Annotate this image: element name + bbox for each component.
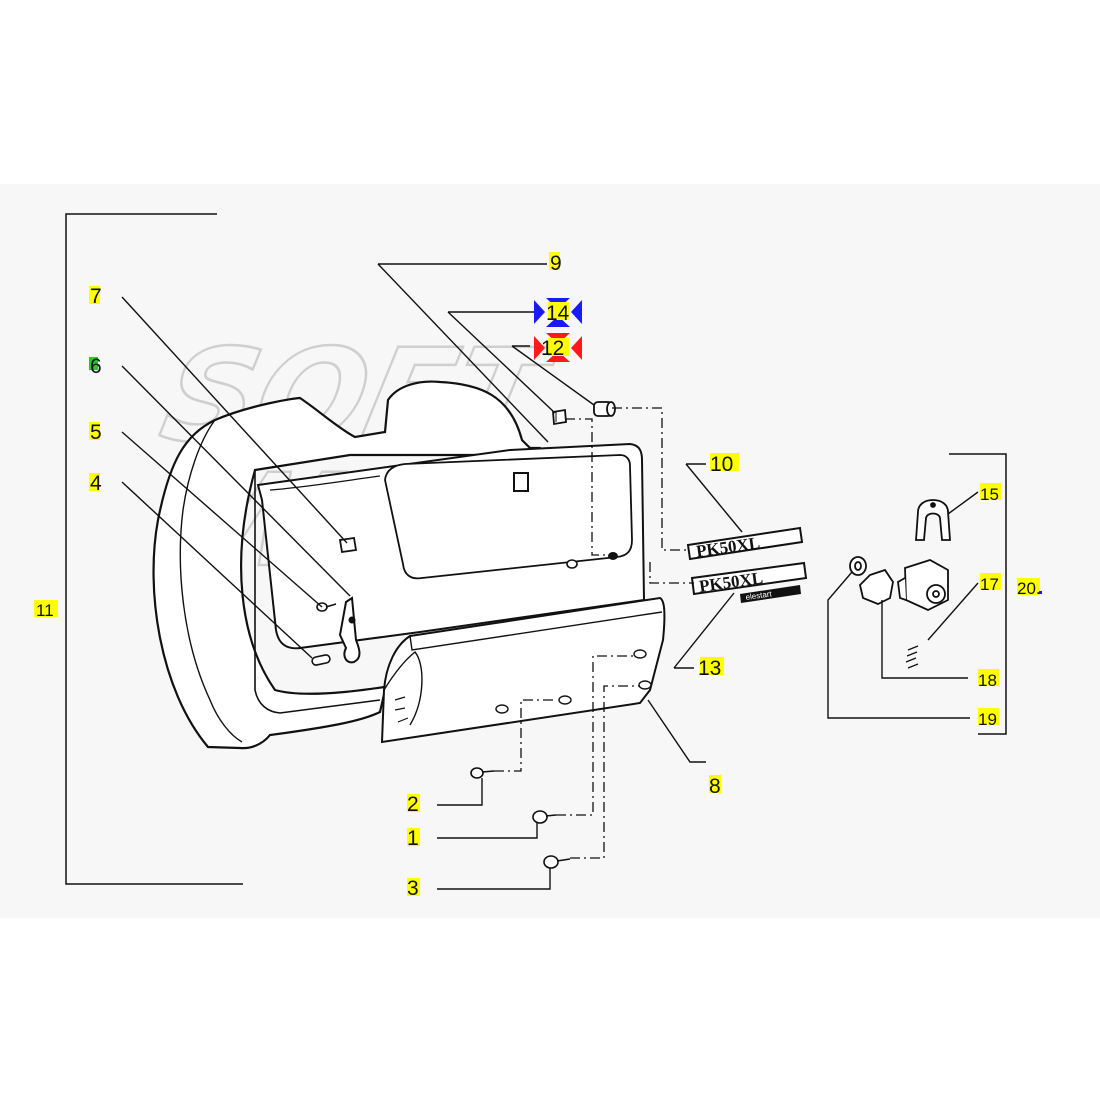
svg-text:2: 2 <box>407 793 419 816</box>
callout-18: 18 <box>978 669 999 690</box>
callout-19: 19 <box>978 708 999 729</box>
group-bracket-20 <box>949 453 1007 735</box>
callout-15: 15 <box>980 483 1001 504</box>
hinge-bracket <box>338 596 361 664</box>
lock-spring-clip-15 <box>915 499 951 541</box>
svg-text:7: 7 <box>90 285 102 308</box>
callout-12: 12 <box>534 333 582 362</box>
lock-spring <box>905 645 919 669</box>
callout-1: 1 <box>407 827 420 850</box>
alignment-lines <box>494 407 694 859</box>
callout-2: 2 <box>407 793 420 816</box>
callout-17: 17 <box>980 573 1001 594</box>
callouts: 9 7 6 5 4 <box>34 252 1042 900</box>
screw-3 <box>543 855 571 869</box>
svg-text:15: 15 <box>980 485 999 504</box>
pin-4 <box>311 654 331 666</box>
callout-5: 5 <box>89 421 102 444</box>
buffer-12 <box>593 401 616 417</box>
badge-pk50xl-elestart: PK50XL elestart <box>690 561 808 603</box>
screw-2 <box>470 767 495 779</box>
svg-text:14: 14 <box>546 302 570 325</box>
callout-4: 4 <box>89 472 102 495</box>
svg-text:12: 12 <box>541 337 564 360</box>
badge-elestart-subtext: elestart <box>745 589 773 602</box>
svg-text:20.: 20. <box>1017 579 1041 598</box>
callout-3: 3 <box>407 877 420 900</box>
svg-text:11: 11 <box>36 601 54 620</box>
lock-latch-18 <box>859 568 894 605</box>
svg-text:6: 6 <box>90 355 102 378</box>
svg-text:8: 8 <box>709 775 721 798</box>
leader-lines <box>121 263 979 890</box>
badge-pk50xl-text: PK50XL <box>695 533 761 561</box>
callout-6: 6 <box>89 355 102 378</box>
callout-14: 14 <box>534 298 582 327</box>
clip-7 <box>338 536 358 554</box>
svg-text:5: 5 <box>90 421 102 444</box>
washer-19 <box>849 556 867 576</box>
svg-text:9: 9 <box>550 252 562 275</box>
svg-text:10: 10 <box>710 453 733 476</box>
svg-text:17: 17 <box>980 575 999 594</box>
svg-text:1: 1 <box>407 827 419 850</box>
group-bracket-11 <box>65 213 243 885</box>
glovebox-shell <box>152 380 551 750</box>
callout-13: 13 <box>698 657 724 680</box>
svg-text:19: 19 <box>978 710 997 729</box>
screw-1 <box>532 810 557 824</box>
inner-panel <box>256 442 646 650</box>
svg-text:13: 13 <box>698 657 721 680</box>
callout-20: 20. <box>1017 578 1042 598</box>
callout-11: 11 <box>34 600 58 620</box>
glovebox-door <box>380 596 666 744</box>
svg-text:4: 4 <box>90 472 102 495</box>
callout-10: 10 <box>710 453 739 476</box>
badge-pk50xl: PK50XL <box>686 526 804 561</box>
svg-text:18: 18 <box>978 671 997 690</box>
callout-8: 8 <box>709 775 721 798</box>
callout-9: 9 <box>549 252 562 275</box>
clip-14 <box>552 408 567 426</box>
svg-text:3: 3 <box>407 877 419 900</box>
lock-barrel-17 <box>897 559 949 611</box>
callout-7: 7 <box>89 285 102 308</box>
